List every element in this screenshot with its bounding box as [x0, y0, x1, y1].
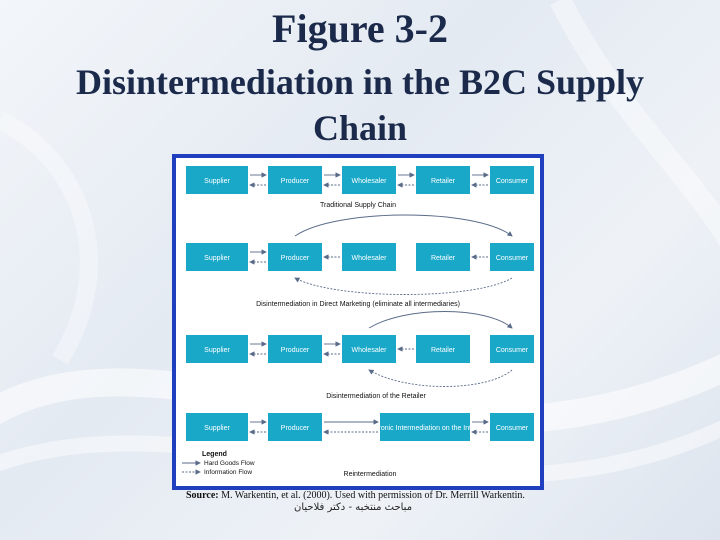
box-electronic-intermediation-label: Electronic Intermediation on the Interne… — [363, 425, 487, 432]
box-retailer — [416, 166, 470, 194]
box-producer-label: Producer — [281, 178, 310, 185]
box-consumer-label: Consumer — [496, 347, 529, 354]
box-retailer-label: Retailer — [431, 347, 456, 354]
source-citation: Source: M. Warkentin, et al. (2000). Use… — [186, 490, 606, 501]
row-reintermediation: Supplier Producer Electronic Intermediat… — [186, 413, 534, 441]
box-consumer-label: Consumer — [496, 178, 529, 185]
box-producer-label: Producer — [281, 255, 310, 262]
box-producer — [268, 243, 322, 271]
row-retailer-bypass: Supplier Producer Wholesaler Retailer Co… — [186, 311, 534, 400]
box-supplier — [186, 413, 248, 441]
slide-subtitle-line-1: Disintermediation in the B2C Supply — [75, 62, 645, 102]
box-wholesaler-label: Wholesaler — [351, 347, 387, 354]
box-electronic-intermediation — [380, 413, 470, 441]
box-consumer-label: Consumer — [496, 425, 529, 432]
box-consumer-label: Consumer — [496, 255, 529, 262]
row-caption-retailer-bypass: Disintermediation of the Retailer — [326, 393, 426, 400]
box-wholesaler-label: Wholesaler — [351, 178, 387, 185]
box-producer — [268, 413, 322, 441]
box-wholesaler — [342, 243, 396, 271]
box-supplier — [186, 166, 248, 194]
box-retailer-label: Retailer — [431, 178, 456, 185]
box-producer — [268, 166, 322, 194]
row-caption-direct-marketing: Disintermediation in Direct Marketing (e… — [256, 301, 460, 308]
box-supplier-label: Supplier — [204, 425, 230, 432]
source-label: Source: — [186, 490, 219, 501]
box-producer — [268, 335, 322, 363]
box-consumer — [490, 166, 534, 194]
box-retailer — [416, 243, 470, 271]
box-producer-label: Producer — [281, 425, 310, 432]
source-text: M. Warkentin, et al. (2000). Used with p… — [221, 490, 525, 501]
legend-hard-goods: Hard Goods Flow — [204, 460, 255, 467]
box-wholesaler — [342, 166, 396, 194]
footer-caption: مباحث منتخبه - دكتر فلاحيان — [294, 502, 413, 513]
supply-chain-diagram: Supplier Producer Wholesaler Retailer Co… — [172, 154, 544, 490]
legend-title: Legend — [202, 451, 227, 458]
box-consumer — [490, 335, 534, 363]
box-producer-label: Producer — [281, 347, 310, 354]
row-caption-traditional: Traditional Supply Chain — [320, 202, 396, 209]
electronic-intermediation-text: Electronic Intermediation on the Interne… — [363, 425, 487, 432]
row-traditional: Supplier Producer Wholesaler Retailer Co… — [186, 166, 534, 209]
box-retailer — [416, 335, 470, 363]
box-supplier-label: Supplier — [204, 255, 230, 262]
slide-subtitle-line-2: Chain — [312, 108, 408, 148]
legend-information: Information Flow — [204, 469, 252, 476]
box-consumer — [490, 243, 534, 271]
box-supplier — [186, 243, 248, 271]
box-consumer — [490, 413, 534, 441]
legend: Legend Hard Goods Flow Information Flow … — [182, 451, 397, 478]
box-supplier — [186, 335, 248, 363]
slide-title: Figure 3-2 — [272, 6, 448, 51]
row-direct-marketing: Supplier Producer Wholesaler Retailer Co… — [186, 214, 534, 308]
box-wholesaler-label: Wholesaler — [351, 255, 387, 262]
box-wholesaler — [342, 335, 396, 363]
box-retailer-label: Retailer — [431, 255, 456, 262]
box-supplier-label: Supplier — [204, 347, 230, 354]
box-supplier-label: Supplier — [204, 178, 230, 185]
row-caption-reintermediation: Reintermediation — [344, 471, 397, 478]
